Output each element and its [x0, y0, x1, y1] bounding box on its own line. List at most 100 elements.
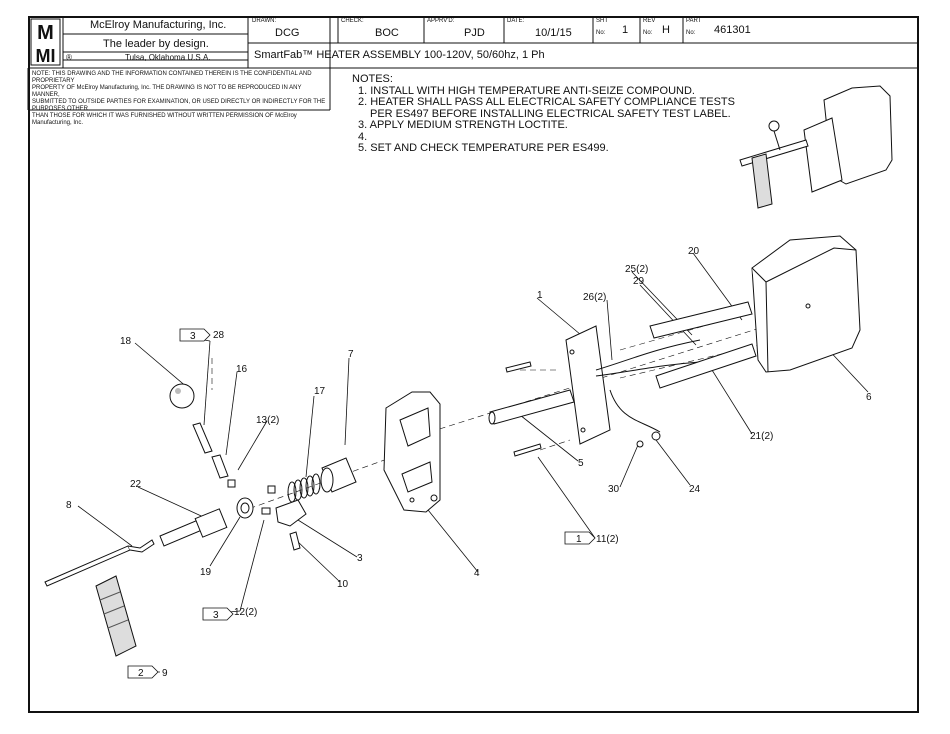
sht-no-label: No:: [596, 30, 606, 36]
registered-mark: ®: [66, 53, 72, 62]
part-8-rod: [44, 539, 155, 587]
part-16-sleeve: [211, 454, 229, 479]
part-6-heater-plate: [751, 235, 861, 373]
part-22-fitting: [159, 508, 228, 547]
balloon-24: 24: [689, 484, 701, 495]
company-slogan: The leader by design.: [103, 38, 209, 50]
balloon-28: 28: [213, 330, 225, 341]
balloon-17: 17: [314, 386, 326, 397]
part-11-screw-b: [513, 443, 542, 457]
confidential-note-line: PROPERTY OF McElroy Manufacturing, Inc. …: [32, 85, 302, 98]
part-18-ball: [169, 383, 195, 409]
part-19-collar: [236, 497, 254, 519]
part-24-terminal: [651, 431, 661, 441]
note-item-2: 2. HEATER SHALL PASS ALL ELECTRICAL SAFE…: [358, 96, 735, 108]
assembled-inset-view: [739, 85, 893, 209]
note-flag-9: [127, 665, 159, 679]
company-name: McElroy Manufacturing, Inc.: [90, 19, 227, 31]
part-12-pin: [261, 507, 271, 515]
sht-label: SHT: [596, 18, 608, 24]
explode-lines: [211, 309, 761, 513]
balloon-25: 25(2): [625, 264, 648, 275]
title-block-grid: [27, 16, 919, 111]
balloon-30: 30: [608, 484, 620, 495]
balloon-18: 18: [120, 336, 132, 347]
drawing-title: SmartFab™ HEATER ASSEMBLY 100-120V, 50/6…: [254, 49, 545, 61]
apprvd-label: APPRV'D:: [427, 18, 455, 24]
date-label: DATE:: [507, 18, 525, 24]
part-4-bracket: [383, 391, 441, 513]
flag-label-12: 3: [213, 610, 219, 621]
part-30-screw: [636, 440, 644, 448]
balloon-19: 19: [200, 567, 212, 578]
balloon-13: 13(2): [256, 415, 279, 426]
part-5-shaft: [489, 389, 575, 425]
balloon-6: 6: [866, 392, 872, 403]
flag-label-9: 2: [138, 668, 144, 679]
notes-block: NOTES: 1. INSTALL WITH HIGH TEMPERATURE …: [352, 73, 735, 155]
part-no-label: No:: [686, 30, 696, 36]
logo-letter-m: M: [37, 22, 54, 44]
part-3-block: [275, 499, 307, 527]
part-21-rod-b: [655, 343, 757, 389]
part-11-screw-a: [505, 361, 532, 373]
balloon-12: 12(2): [234, 607, 257, 618]
part-13-nut-b: [267, 485, 276, 494]
balloon-3: 3: [357, 553, 363, 564]
date-value: 10/1/15: [535, 27, 572, 39]
note-item-1: 1. INSTALL WITH HIGH TEMPERATURE ANTI-SE…: [358, 84, 695, 97]
logo-letters-mi: MI: [36, 46, 56, 66]
rev-label: REV: [643, 18, 656, 24]
note-item-3: 3. APPLY MEDIUM STRENGTH LOCTITE.: [358, 119, 568, 131]
flag-label-11: 1: [576, 534, 582, 545]
balloon-10: 10: [337, 579, 349, 590]
balloon-8: 8: [66, 500, 72, 511]
check-value: BOC: [375, 27, 399, 39]
balloon-20: 20: [688, 246, 700, 257]
note-flag-labels: 3 3 1 2: [138, 331, 582, 679]
balloon-26: 26(2): [583, 292, 606, 303]
rev-value: H: [662, 24, 670, 36]
company-location: Tulsa, Oklahoma U.S.A.: [125, 53, 211, 62]
note-flag-12: [202, 607, 234, 621]
rev-no-label: No:: [643, 30, 653, 36]
balloon-22: 22: [130, 479, 142, 490]
note-item-2-cont: PER ES497 BEFORE INSTALLING ELECTRICAL S…: [370, 107, 731, 120]
part-17-spring: [287, 473, 321, 503]
exploded-parts: [44, 85, 893, 657]
balloon-labels: 18 28 16 13(2) 17 7 22 8 19 12(2) 3 10 4…: [66, 246, 872, 679]
note-item-5: 5. SET AND CHECK TEMPERATURE PER ES499.: [358, 142, 609, 154]
sht-value: 1: [622, 24, 629, 36]
notes-header: NOTES:: [352, 73, 393, 85]
balloon-29: 29: [633, 276, 645, 287]
balloon-5: 5: [578, 458, 584, 469]
apprvd-value: PJD: [464, 27, 485, 39]
balloon-16: 16: [236, 364, 248, 375]
part-26-wiring: [595, 339, 701, 433]
drawing-border: [28, 16, 919, 713]
balloon-1: 1: [537, 290, 543, 301]
part-9-label: [95, 575, 137, 657]
balloon-9: 9: [162, 668, 168, 679]
balloon-21: 21(2): [750, 431, 773, 442]
confidential-note-line: SUBMITTED TO OUTSIDE PARTIES FOR EXAMINA…: [32, 99, 326, 112]
confidential-note-line: NOTE: THIS DRAWING AND THE INFORMATION C…: [32, 71, 312, 84]
note-flags: [127, 328, 596, 679]
note-flag-28: [179, 328, 211, 342]
part-1-plate: [565, 325, 611, 445]
part-10-screw: [289, 531, 301, 551]
part-7-cylinder: [320, 457, 357, 493]
note-flag-11: [564, 531, 596, 545]
leader-lines: [77, 252, 869, 673]
balloon-4: 4: [474, 568, 480, 579]
part-13-nut: [227, 479, 236, 488]
check-label: CHECK:: [341, 18, 364, 24]
part-21-rod-a: [649, 301, 753, 339]
balloon-11: 11(2): [596, 534, 619, 545]
confidential-note: NOTE: THIS DRAWING AND THE INFORMATION C…: [32, 71, 328, 127]
drawn-value: DCG: [275, 27, 300, 39]
balloon-7: 7: [348, 349, 354, 360]
part-label: PART: [686, 18, 702, 24]
mmi-logo: M MI: [30, 18, 61, 66]
drawn-label: DRAWN:: [252, 18, 277, 24]
